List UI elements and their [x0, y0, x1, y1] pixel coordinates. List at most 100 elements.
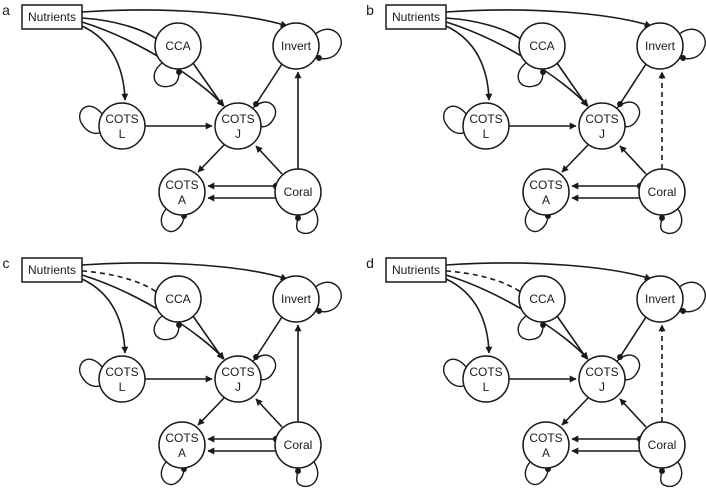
- self-loop-coral: [295, 208, 319, 235]
- self-loop-cots-j: [616, 354, 641, 382]
- edge-nutrients-cots-l: [81, 25, 129, 101]
- edge-nutrients-invert: [445, 262, 652, 281]
- node-label-cots-j-line2: J: [235, 380, 241, 394]
- node-label-coral: Coral: [284, 185, 313, 199]
- self-loop-cots-j: [616, 101, 641, 129]
- node-label-cots-j-line1: COTS: [585, 112, 618, 126]
- self-loop-cots-j: [252, 354, 277, 382]
- node-label-cots-a-line1: COTS: [529, 431, 562, 445]
- node-cots-a: [522, 168, 570, 216]
- edge-nutrients-cots-j: [445, 274, 589, 360]
- self-loop-invert: [312, 28, 342, 61]
- self-loop-coral: [659, 208, 683, 235]
- node-label-cots-l-line2: L: [483, 380, 490, 394]
- self-loop-cots-a: [160, 461, 187, 486]
- edge-coral-cots-j: [619, 398, 647, 428]
- node-label-cots-a-line1: COTS: [165, 431, 198, 445]
- node-label-cots-a-line2: A: [542, 193, 550, 207]
- self-loop-cca: [153, 315, 182, 341]
- node-label-cots-j-line2: J: [599, 127, 605, 141]
- node-label-cots-l-line1: COTS: [105, 112, 138, 126]
- edge-nutrients-cca: [445, 270, 525, 296]
- node-label-coral: Coral: [648, 438, 677, 452]
- node-invert: [636, 275, 684, 323]
- node-label-nutrients: Nutrients: [392, 263, 440, 277]
- node-cca: [518, 275, 566, 323]
- node-label-cots-j-line1: COTS: [585, 365, 618, 379]
- node-label-cots-l-line1: COTS: [469, 365, 502, 379]
- node-label-cots-a-line2: A: [542, 446, 550, 460]
- node-label-invert: Invert: [645, 292, 676, 306]
- node-cots-l: [462, 102, 510, 150]
- node-cots-a: [522, 421, 570, 469]
- node-label-cca: CCA: [165, 292, 190, 306]
- edge-cca-cots-j: [556, 315, 588, 360]
- node-label-nutrients: Nutrients: [28, 10, 76, 24]
- edge-cca-cots-j: [192, 315, 224, 360]
- self-loop-cots-j: [252, 101, 277, 129]
- node-cots-j: [578, 355, 626, 403]
- panel-label: b: [366, 2, 374, 18]
- node-nutrients: [385, 257, 447, 283]
- edge-nutrients-cca: [81, 270, 161, 296]
- node-invert: [272, 275, 320, 323]
- node-nutrients: [21, 4, 83, 30]
- edge-coral-cots-j: [619, 145, 647, 175]
- edge-cots-j-cots-a: [197, 144, 225, 173]
- edge-nutrients-cots-l: [445, 25, 493, 101]
- node-label-nutrients: Nutrients: [28, 263, 76, 277]
- node-label-cots-l-line1: COTS: [469, 112, 502, 126]
- edge-nutrients-invert: [81, 262, 288, 281]
- node-cots-j: [214, 355, 262, 403]
- node-coral: [638, 168, 686, 216]
- edge-cots-j-cots-a: [561, 144, 589, 173]
- node-label-cots-a-line2: A: [178, 446, 186, 460]
- node-cots-j: [214, 102, 262, 150]
- node-label-cots-j-line1: COTS: [221, 365, 254, 379]
- node-label-cots-j-line2: J: [235, 127, 241, 141]
- node-label-coral: Coral: [284, 438, 313, 452]
- node-cca: [154, 22, 202, 70]
- self-loop-cots-a: [524, 208, 551, 233]
- self-loop-cots-l: [443, 105, 471, 135]
- node-label-cots-l-line1: COTS: [105, 365, 138, 379]
- node-label-cca: CCA: [529, 39, 554, 53]
- self-loop-invert: [676, 281, 706, 314]
- node-cots-j: [578, 102, 626, 150]
- self-loop-cots-l: [79, 358, 107, 388]
- node-invert: [272, 22, 320, 70]
- node-label-cca: CCA: [529, 292, 554, 306]
- self-loop-invert: [676, 28, 706, 61]
- self-loop-cots-l: [443, 358, 471, 388]
- panel-label: c: [3, 255, 10, 271]
- node-cots-l: [98, 102, 146, 150]
- node-cots-a: [158, 421, 206, 469]
- edge-nutrients-cots-j: [445, 21, 589, 107]
- edge-cots-j-cots-a: [561, 397, 589, 426]
- edge-cca-cots-j: [192, 62, 224, 107]
- self-loop-invert: [312, 281, 342, 314]
- edge-nutrients-cots-j: [81, 274, 225, 360]
- self-loop-cots-l: [79, 105, 107, 135]
- edge-invert-cots-j: [253, 63, 283, 107]
- self-loop-coral: [659, 461, 683, 488]
- panel-label: d: [366, 255, 374, 271]
- self-loop-cots-a: [160, 208, 187, 233]
- node-coral: [638, 421, 686, 469]
- node-label-invert: Invert: [281, 39, 312, 53]
- node-label-cots-l-line2: L: [483, 127, 490, 141]
- node-nutrients: [21, 257, 83, 283]
- node-label-coral: Coral: [648, 185, 677, 199]
- node-coral: [274, 168, 322, 216]
- node-label-cots-l-line2: L: [119, 127, 126, 141]
- edge-nutrients-cca: [81, 17, 161, 43]
- node-label-invert: Invert: [281, 292, 312, 306]
- node-cots-l: [462, 355, 510, 403]
- edge-coral-cots-j: [255, 145, 283, 175]
- node-label-invert: Invert: [645, 39, 676, 53]
